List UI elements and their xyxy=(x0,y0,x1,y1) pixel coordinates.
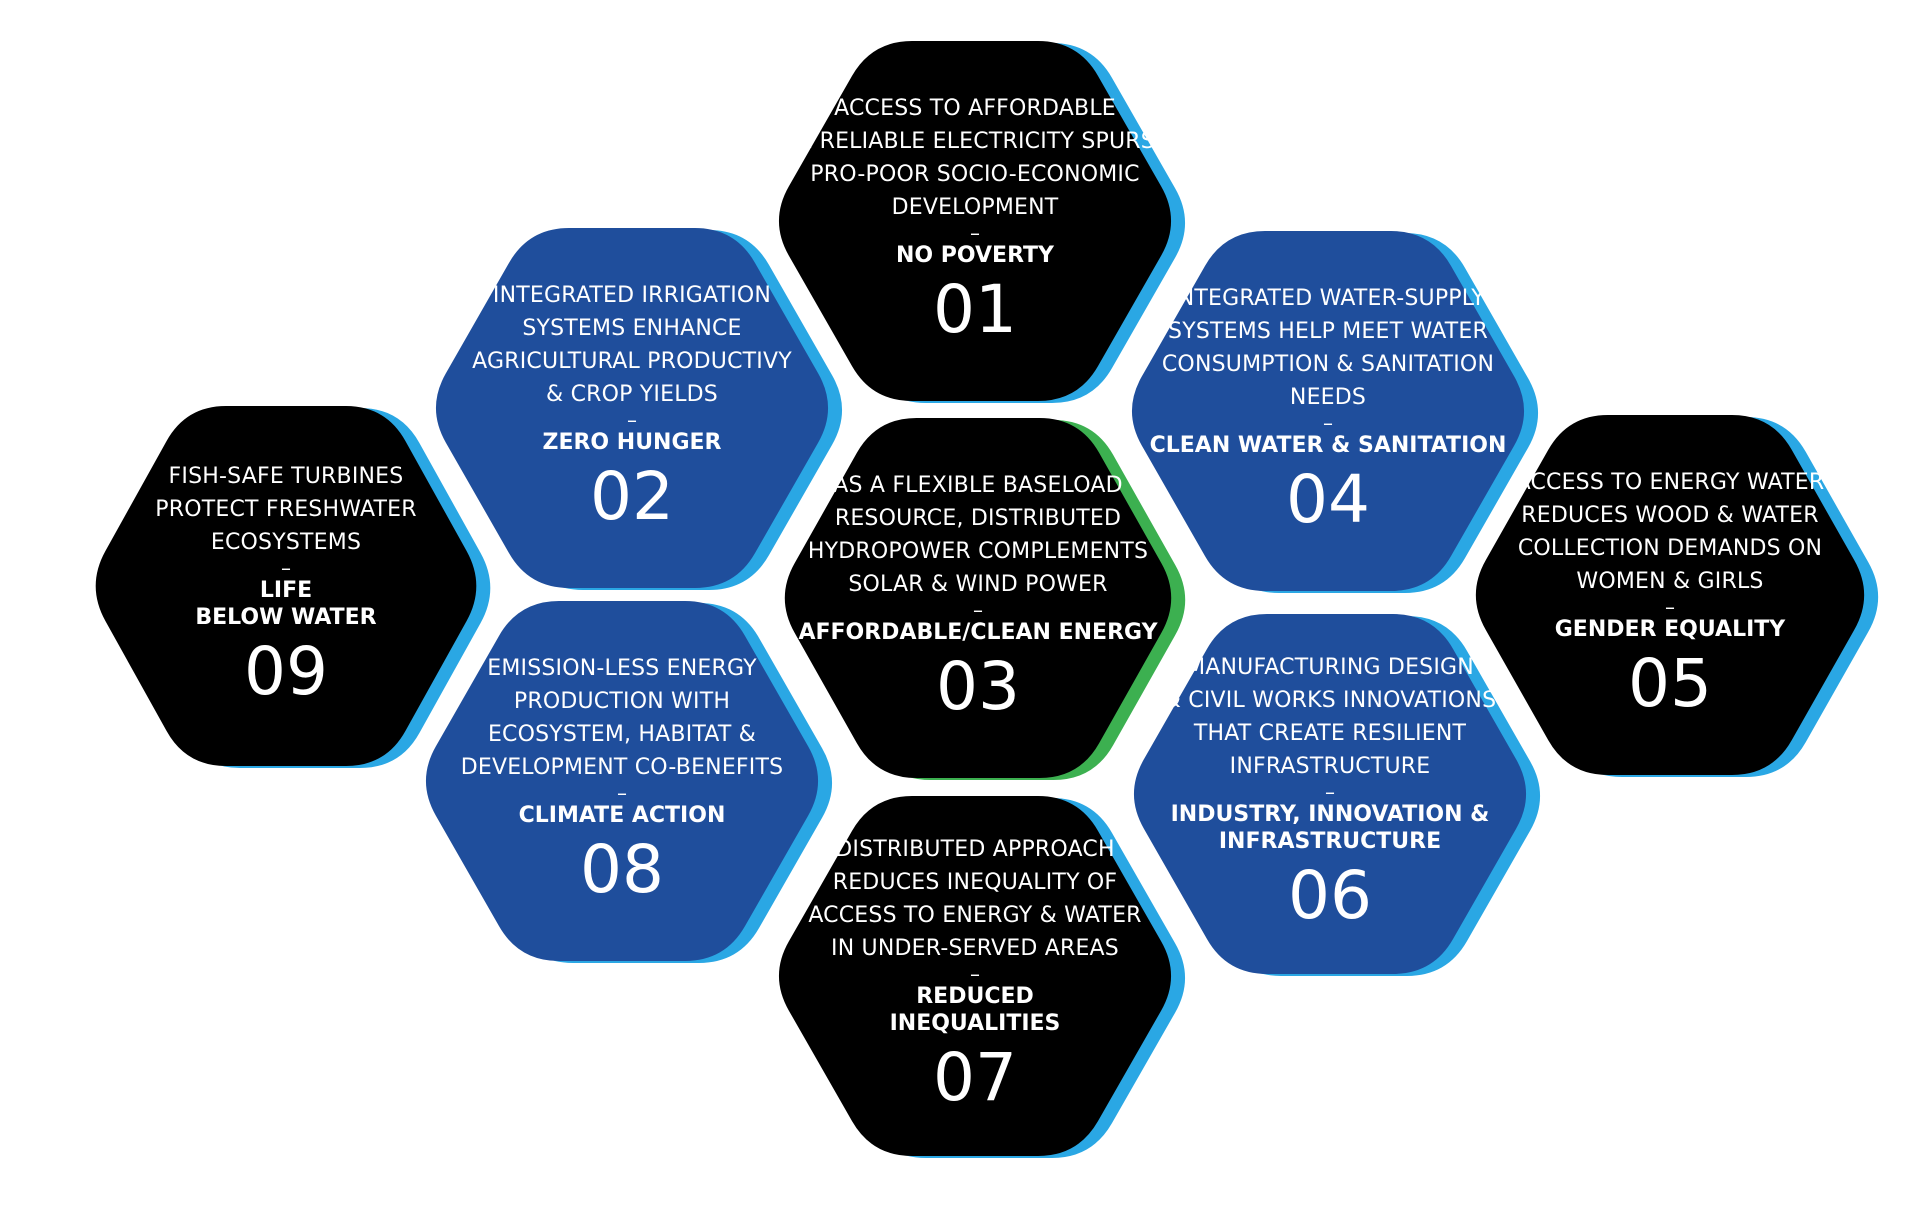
description-line: FISH-SAFE TURBINES xyxy=(168,463,404,489)
separator-dash: – xyxy=(617,780,627,805)
goal-number: 02 xyxy=(590,457,674,535)
separator-dash: – xyxy=(970,220,980,245)
goal-title: INEQUALITIES xyxy=(889,1011,1061,1036)
separator-dash: – xyxy=(627,407,637,432)
description-line: & CIVIL WORKS INNOVATIONS xyxy=(1163,688,1497,713)
hexagon-08 xyxy=(425,601,819,961)
separator-dash: – xyxy=(1325,780,1335,804)
hexagon-01 xyxy=(778,41,1172,401)
description-line: ACCESS TO ENERGY & WATER xyxy=(808,903,1142,928)
hexagon-text-04: INTEGRATED WATER-SUPPLY SYSTEMS HELP MEET… xyxy=(1142,251,1514,571)
goal-number: 09 xyxy=(244,632,328,710)
hexagon-text-06: MANUFACTURING DESIGN & CIVIL WORKS INNOVA… xyxy=(1144,634,1516,954)
description-line: WOMEN & GIRLS xyxy=(1576,568,1764,594)
hexagon-text-01: ACCESS TO AFFORDABLE & RELIABLE ELECTRICI… xyxy=(789,61,1161,381)
description-line: DEVELOPMENT xyxy=(891,194,1059,220)
hexagon-03 xyxy=(784,418,1172,778)
hexagon-text-03: AS A FLEXIBLE BASELOAD RESOURCE, DISTRIBU… xyxy=(795,438,1161,758)
goal-title: BELOW WATER xyxy=(195,604,377,630)
description-line: RESOURCE, DISTRIBUTED xyxy=(834,505,1122,531)
description-line: REDUCES WOOD & WATER xyxy=(1521,502,1819,528)
goal-title: NO POVERTY xyxy=(896,242,1054,268)
description-line: MANUFACTURING DESIGN xyxy=(1186,655,1474,680)
description-line: ACCESS TO AFFORDABLE xyxy=(834,95,1116,121)
goal-title: AFFORDABLE/CLEAN ENERGY xyxy=(798,619,1158,645)
hexagon-text-08: EMISSION-LESS ENERGY PRODUCTION WITH ECOSY… xyxy=(436,621,808,941)
goal-number: 07 xyxy=(933,1039,1017,1116)
goal-title: CLEAN WATER & SANITATION xyxy=(1149,432,1507,458)
description-line: AGRICULTURAL PRODUCTIVY xyxy=(472,348,792,374)
description-line: EMISSION-LESS ENERGY xyxy=(487,655,757,681)
description-line: ECOSYSTEM, HABITAT & xyxy=(487,721,757,747)
description-line: ECOSYSTEMS xyxy=(210,529,362,555)
goal-title: ZERO HUNGER xyxy=(542,429,722,455)
description-line: INFRASTRUCTURE xyxy=(1229,754,1431,779)
goal-number: 03 xyxy=(936,647,1020,725)
goal-title: REDUCED xyxy=(916,984,1034,1009)
separator-dash: – xyxy=(281,555,291,580)
description-line: DISTRIBUTED APPROACH xyxy=(835,837,1115,862)
description-line: SYSTEMS ENHANCE xyxy=(522,315,742,341)
description-line: INTEGRATED WATER-SUPPLY xyxy=(1171,285,1485,311)
separator-dash: – xyxy=(1323,410,1333,435)
hexagon-text-05: ACCESS TO ENERGY WATER REDUCES WOOD & WAT… xyxy=(1486,435,1854,755)
description-line: THAT CREATE RESILIENT xyxy=(1193,721,1467,746)
hexagon-09 xyxy=(95,406,477,766)
description-line: ACCESS TO ENERGY WATER xyxy=(1515,469,1825,495)
hexagon-04 xyxy=(1131,231,1525,591)
goal-title: INFRASTRUCTURE xyxy=(1218,829,1442,854)
description-line: IN UNDER-SERVED AREAS xyxy=(831,936,1119,961)
goal-title: CLIMATE ACTION xyxy=(518,802,726,828)
description-line: REDUCES INEQUALITY OF xyxy=(832,870,1118,895)
description-line: INTEGRATED IRRIGATION xyxy=(492,282,772,308)
description-line: PRODUCTION WITH xyxy=(513,688,731,714)
description-line: & CROP YIELDS xyxy=(546,381,718,407)
goal-number: 04 xyxy=(1286,460,1370,538)
separator-dash: – xyxy=(970,962,980,986)
hexagon-02 xyxy=(435,228,829,588)
description-line: SYSTEMS HELP MEET WATER xyxy=(1168,318,1488,344)
goal-number: 05 xyxy=(1628,644,1712,722)
hexagon-05 xyxy=(1475,415,1865,775)
goal-title: INDUSTRY, INNOVATION & xyxy=(1170,802,1490,827)
hexagon-text-02: INTEGRATED IRRIGATION SYSTEMS ENHANCE AGRI… xyxy=(446,248,818,568)
description-line: PRO-POOR SOCIO-ECONOMIC xyxy=(810,161,1140,187)
goal-number: 01 xyxy=(933,270,1017,348)
description-line: DEVELOPMENT CO-BENEFITS xyxy=(460,754,784,780)
hexagon-07 xyxy=(778,796,1172,1156)
description-line: & RELIABLE ELECTRICITY SPURS xyxy=(795,128,1155,154)
description-line: NEEDS xyxy=(1289,384,1367,410)
goal-title: GENDER EQUALITY xyxy=(1554,616,1786,642)
separator-dash: – xyxy=(973,597,983,622)
hexagon-06 xyxy=(1133,614,1527,974)
description-line: HYDROPOWER COMPLEMENTS xyxy=(807,538,1149,564)
hexagon-text-09: FISH-SAFE TURBINES PROTECT FRESHWATER ECOS… xyxy=(106,426,466,746)
description-line: PROTECT FRESHWATER xyxy=(155,496,417,522)
goal-title: LIFE xyxy=(259,577,313,603)
description-line: CONSUMPTION & SANITATION xyxy=(1161,351,1495,377)
hexagon-text-07: DISTRIBUTED APPROACH REDUCES INEQUALITY O… xyxy=(789,816,1161,1136)
goal-number: 06 xyxy=(1288,857,1372,934)
separator-dash: – xyxy=(1665,594,1675,619)
goal-number: 08 xyxy=(580,830,664,908)
description-line: SOLAR & WIND POWER xyxy=(848,571,1108,597)
description-line: COLLECTION DEMANDS ON xyxy=(1517,535,1823,561)
description-line: AS A FLEXIBLE BASELOAD xyxy=(833,472,1123,498)
